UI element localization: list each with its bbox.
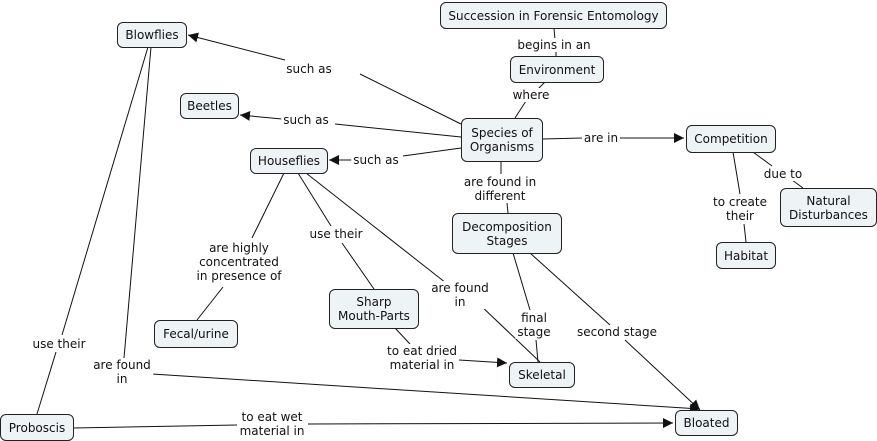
connector-proboscis-to-toeatwet: [72, 424, 238, 429]
connector-concentrated-to-fecal: [196, 286, 224, 321]
connector-mouthparts-to-toeatdried: [394, 327, 411, 345]
connector-tocreate-to-habitat: [743, 223, 747, 243]
node-natural-disturbances[interactable]: Natural Disturbances: [780, 188, 877, 227]
node-environment[interactable]: Environment: [510, 56, 604, 83]
connector-secondstage-to-bloated: [624, 339, 701, 411]
connector-suchas2-to-beetles: [239, 110, 283, 121]
connector-toeatdried-to-skeletal: [458, 357, 508, 368]
node-skeletal[interactable]: Skeletal: [509, 362, 575, 388]
link-final-stage[interactable]: final stage: [515, 311, 553, 339]
link-are-in[interactable]: are in: [581, 131, 621, 145]
link-are-found-in-houseflies[interactable]: are found in: [429, 281, 491, 309]
connector-decomposition-to-secondstage: [529, 252, 611, 326]
link-to-eat-wet[interactable]: to eat wet material in: [237, 410, 307, 438]
node-species[interactable]: Species of Organisms: [461, 118, 543, 162]
node-fecal-urine[interactable]: Fecal/urine: [154, 320, 238, 348]
connector-blowflies-to-usetheir2: [61, 46, 149, 336]
node-houseflies[interactable]: Houseflies: [250, 148, 328, 174]
link-due-to[interactable]: due to: [761, 167, 805, 181]
link-are-found-in-different[interactable]: are found in different: [461, 175, 539, 203]
node-proboscis[interactable]: Proboscis: [0, 414, 74, 441]
connector-suchas1-to-blowflies: [187, 32, 286, 61]
connector-houseflies-to-usetheir: [297, 172, 332, 227]
node-habitat[interactable]: Habitat: [716, 242, 776, 269]
connector-species-to-suchas1: [359, 73, 462, 125]
connector-finalstage-to-skeletal: [535, 339, 539, 363]
node-competition[interactable]: Competition: [686, 125, 776, 153]
connector-arefound3-to-bloated: [151, 373, 701, 414]
connector-environment-to-where: [537, 81, 546, 90]
connector-arefound-to-decomposition: [506, 202, 509, 214]
connector-blowflies-to-arefound3: [123, 46, 152, 359]
link-use-their-blowflies[interactable]: use their: [30, 337, 88, 351]
connector-species-to-suchas3: [402, 147, 462, 157]
connector-houseflies-to-concentrated: [251, 172, 285, 239]
connector-usetheir2-to-proboscis: [36, 351, 57, 415]
connector-species-to-suchas2: [334, 123, 462, 138]
link-such-as-houseflies[interactable]: such as: [351, 153, 401, 167]
node-bloated[interactable]: Bloated: [675, 410, 738, 436]
link-are-found-in-blowflies[interactable]: are found in: [91, 358, 153, 386]
node-sharp-mouth-parts[interactable]: Sharp Mouth-Parts: [329, 289, 419, 329]
node-succession[interactable]: Succession in Forensic Entomology: [440, 2, 667, 29]
link-to-create-their[interactable]: to create their: [711, 195, 769, 223]
link-such-as-beetles[interactable]: such as: [281, 113, 331, 127]
connector-competition-to-dueto: [752, 151, 773, 167]
link-use-their-houseflies[interactable]: use their: [307, 227, 365, 241]
connector-arefound2-to-skeletal: [477, 302, 541, 363]
link-where[interactable]: where: [510, 88, 552, 102]
node-blowflies[interactable]: Blowflies: [117, 22, 187, 48]
connector-decomposition-to-finalstage: [512, 252, 531, 311]
connector-houseflies-to-arefound2: [305, 172, 447, 284]
link-such-as-blowflies[interactable]: such as: [284, 62, 334, 76]
link-are-highly-concentrated[interactable]: are highly concentrated in presence of: [194, 241, 284, 283]
link-second-stage[interactable]: second stage: [575, 325, 659, 339]
link-to-eat-dried[interactable]: to eat dried material in: [384, 344, 460, 372]
connector-usetheir-to-mouthparts: [341, 242, 375, 290]
connector-toeatwet-to-bloated: [307, 418, 674, 429]
connector-dueto-to-disturbances: [791, 179, 804, 189]
connector-where-to-species: [514, 100, 527, 119]
connector-species-to-arein: [541, 137, 584, 140]
connector-competition-to-tocreate: [732, 151, 741, 195]
link-begins-in-an[interactable]: begins in an: [515, 38, 593, 52]
node-decomposition[interactable]: Decomposition Stages: [452, 213, 562, 254]
node-beetles[interactable]: Beetles: [180, 93, 239, 119]
